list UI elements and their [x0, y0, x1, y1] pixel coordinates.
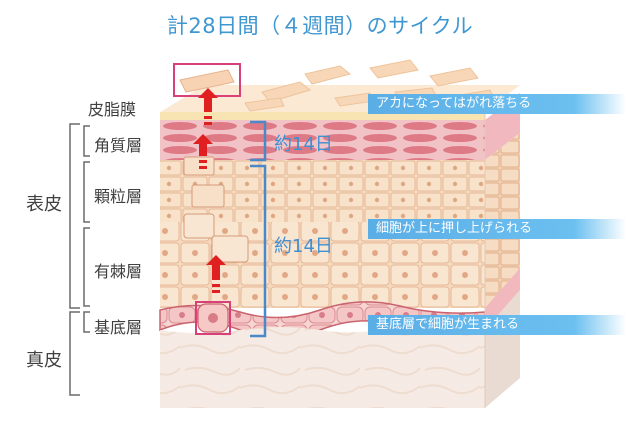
bracket-spinosum [83, 227, 90, 307]
bracket-corneum [83, 125, 90, 157]
bracket-granulosum [83, 161, 90, 223]
dermis-layer [160, 321, 485, 408]
upward-arrows [193, 88, 226, 280]
bracket-lower [250, 164, 267, 338]
migrating-cell-5-nucleus [208, 313, 218, 323]
callout-born: 基底層で細胞が生まれる [368, 315, 626, 335]
label-stratum-corneum: 角質層 [94, 136, 143, 155]
bracket-epidermis [69, 123, 80, 309]
diagram-title: 計28日間（４週間）のサイクル [166, 14, 474, 38]
callout-peeling: アカになってはがれ落ちる [368, 94, 626, 114]
upward-arrow-trails [199, 116, 220, 293]
duration-lower: 約14日 [274, 236, 333, 257]
new-cell-highlight [195, 301, 231, 335]
sebum-film-band [160, 112, 485, 120]
migrating-cell-4 [211, 235, 249, 263]
label-epidermis: 表皮 [26, 194, 62, 215]
duration-upper: 約14日 [274, 134, 333, 155]
label-sebum-film: 皮脂膜 [88, 100, 137, 119]
bracket-upper [250, 120, 267, 162]
detached-cell-flake [179, 69, 235, 93]
callout-pushed-up: 細胞が上に押し上げられる [368, 219, 626, 239]
migrating-cell-2 [191, 184, 225, 208]
stratum-corneum-layer [160, 120, 485, 160]
migrating-cell-3 [183, 213, 215, 239]
label-stratum-spinosum: 有棘層 [94, 262, 143, 281]
side-face-basal [485, 268, 520, 330]
label-stratum-granulosum: 顆粒層 [94, 187, 143, 206]
label-stratum-basale: 基底層 [94, 318, 143, 337]
bracket-dermis [69, 311, 80, 396]
bracket-basale [83, 311, 90, 333]
label-dermis: 真皮 [26, 350, 62, 371]
